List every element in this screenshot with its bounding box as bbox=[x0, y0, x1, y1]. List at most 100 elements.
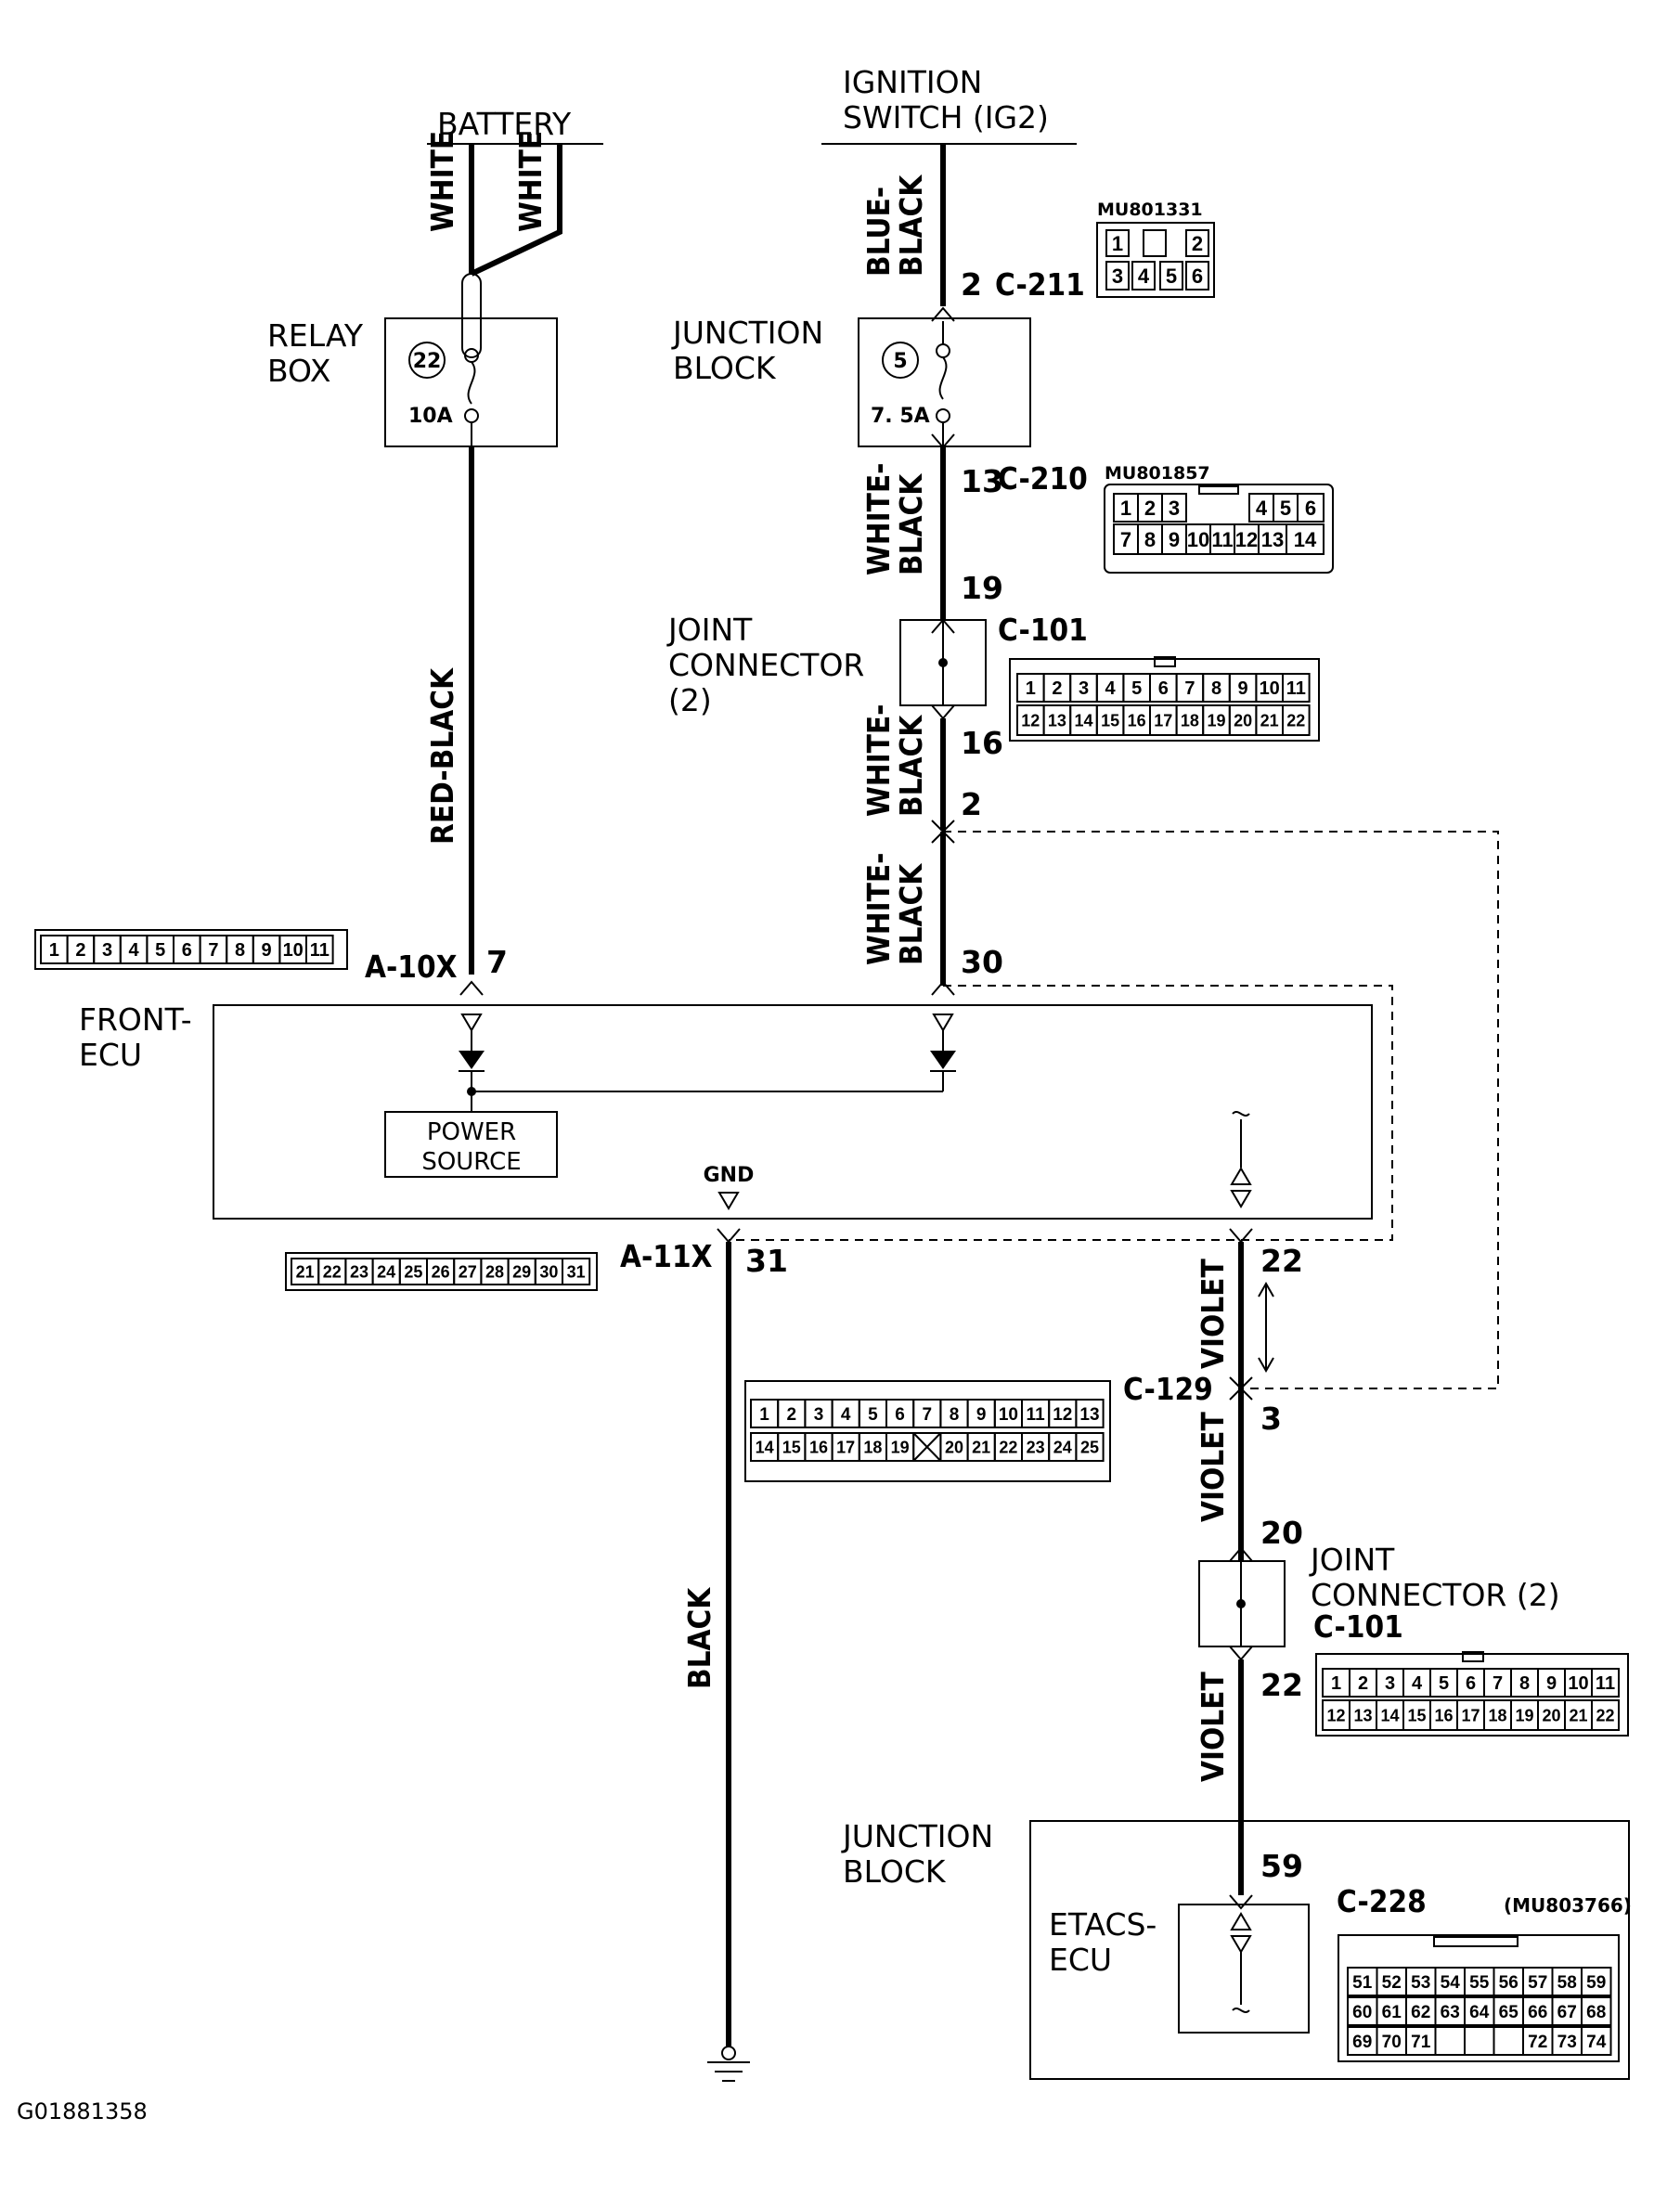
connector-cell-label: 56 bbox=[1499, 1973, 1518, 1993]
connector-c101-bottom-label: C-101 bbox=[1313, 1608, 1403, 1645]
etacs-tilde bbox=[1232, 2008, 1250, 2013]
connector-cell-label: 57 bbox=[1528, 1973, 1547, 1993]
connector-cell-label: 4 bbox=[129, 940, 140, 961]
front-ecu-label-line2: ECU bbox=[79, 1037, 142, 1073]
wire-color-white-b: WHITE bbox=[512, 131, 549, 232]
svg-text:7: 7 bbox=[1120, 528, 1131, 551]
connector-cell bbox=[1075, 1432, 1105, 1462]
connector-cell-label: 5 bbox=[868, 1405, 878, 1425]
connector-cell-label: 25 bbox=[1080, 1438, 1099, 1456]
connector-cell-label: 19 bbox=[891, 1438, 910, 1456]
connector-cell-label: 11 bbox=[1286, 678, 1306, 699]
connector-cell-label: 13 bbox=[1079, 1405, 1099, 1425]
relay-box-label-line1: RELAY bbox=[267, 317, 364, 354]
shield-dashed-2 bbox=[943, 831, 1499, 1389]
connector-cell-label: 6 bbox=[895, 1405, 905, 1425]
connector-cell bbox=[1581, 1996, 1612, 2026]
junction-block-bottom bbox=[1029, 1820, 1630, 2080]
fuse-22-rating: 10A bbox=[408, 405, 453, 428]
junction-block-bottom-label-line2: BLOCK bbox=[843, 1853, 947, 1890]
connector-cell-label: 9 bbox=[1546, 1673, 1557, 1694]
wire-color-wb2-1: WHITE- bbox=[860, 704, 897, 817]
connector-cell-label: 24 bbox=[377, 1262, 395, 1281]
connector-cell-label: 7 bbox=[1184, 678, 1195, 699]
connector-cell-label: 64 bbox=[1469, 2003, 1490, 2022]
connector-cell bbox=[1434, 2026, 1466, 2056]
power-source-box bbox=[384, 1111, 558, 1178]
mu801857-face bbox=[1104, 484, 1334, 574]
connector-cell-label: 12 bbox=[1326, 1706, 1345, 1724]
mu801857-part-number: MU801857 bbox=[1105, 463, 1210, 484]
connector-cell-label: 10 bbox=[999, 1405, 1018, 1425]
joint-connector-top-label-line1: JOINT bbox=[666, 612, 753, 648]
gnd-terminal-arrow bbox=[717, 1192, 740, 1210]
connector-cell-label: 6 bbox=[182, 940, 192, 961]
connector-cell-label: 71 bbox=[1411, 2033, 1431, 2052]
connector-cell-label: 26 bbox=[432, 1262, 450, 1281]
c101-bottom-face bbox=[1315, 1653, 1629, 1737]
connector-cell-label: 8 bbox=[1519, 1673, 1530, 1694]
connector-cell-label: 29 bbox=[512, 1262, 531, 1281]
connector-cell-label: 28 bbox=[485, 1262, 504, 1281]
mu801331-part-number: MU801331 bbox=[1097, 200, 1203, 220]
svg-text:2: 2 bbox=[1192, 232, 1203, 255]
fusible-link bbox=[461, 273, 482, 358]
a10x-face bbox=[34, 929, 348, 970]
connector-cell-label: 9 bbox=[1238, 678, 1248, 699]
svg-text:12: 12 bbox=[1235, 528, 1258, 551]
fuse-22-number: 22 bbox=[413, 350, 442, 373]
wire-color-wb3-1: WHITE- bbox=[860, 852, 897, 965]
svg-text:14: 14 bbox=[1294, 528, 1317, 551]
connector-cell-label: 9 bbox=[976, 1405, 987, 1425]
joint-connector-bottom-label-line2: CONNECTOR (2) bbox=[1311, 1577, 1560, 1613]
svg-text:1: 1 bbox=[1120, 497, 1131, 520]
connector-cell-label: 3 bbox=[1079, 678, 1089, 699]
wire-color-blue-black-1: BLUE- bbox=[860, 187, 897, 277]
connector-cell-label: 5 bbox=[1439, 1673, 1449, 1694]
svg-text:9: 9 bbox=[1169, 528, 1180, 551]
svg-text:2: 2 bbox=[1144, 497, 1156, 520]
wire-color-wb1-2: BLACK bbox=[893, 473, 929, 575]
connector-cell-label: 30 bbox=[539, 1262, 558, 1281]
junction-block-top-label-line1: JUNCTION bbox=[671, 315, 823, 351]
connector-c101-top-label: C-101 bbox=[998, 612, 1088, 648]
diode-1 bbox=[459, 1051, 485, 1069]
connector-cell-label: 10 bbox=[283, 940, 304, 961]
connector-cell-label: 7 bbox=[923, 1405, 933, 1425]
connector-cell bbox=[1464, 2026, 1495, 2056]
svg-text:4: 4 bbox=[1138, 265, 1150, 288]
connector-cell-label: 8 bbox=[235, 940, 245, 961]
junction-block-top-label-line2: BLOCK bbox=[673, 350, 777, 386]
wire-color-red-black: RED-BLACK bbox=[424, 667, 460, 845]
connector-a10x-label: A-10X bbox=[365, 949, 458, 985]
pin-19: 19 bbox=[961, 570, 1003, 606]
mu801331-cells: 1 2 3 4 5 6 bbox=[1105, 229, 1209, 291]
connector-c211-label: C-211 bbox=[995, 266, 1085, 303]
ecu-io-arrow-down bbox=[1230, 1190, 1252, 1208]
svg-text:3: 3 bbox=[1169, 497, 1180, 520]
connector-cell-label: 8 bbox=[950, 1405, 960, 1425]
c129-face bbox=[744, 1380, 1111, 1482]
svg-text:3: 3 bbox=[1112, 265, 1123, 288]
connector-cell-label: 73 bbox=[1557, 2033, 1577, 2052]
connector-cell-label: 3 bbox=[814, 1405, 824, 1425]
connector-cell bbox=[562, 1258, 591, 1285]
connector-cell-label: 15 bbox=[1101, 711, 1119, 730]
connector-c228-label: C-228 bbox=[1337, 1883, 1427, 1919]
connector-cell-label: 14 bbox=[756, 1438, 774, 1456]
connector-cell-label: 3 bbox=[102, 940, 112, 961]
etacs-ecu-box bbox=[1178, 1904, 1310, 2034]
c228-face bbox=[1338, 1934, 1620, 2062]
connector-cell-label: 17 bbox=[836, 1438, 855, 1456]
connector-cell bbox=[1591, 1668, 1620, 1698]
ground-node bbox=[721, 2046, 736, 2060]
mu801857-cells: 1 2 3 4 5 6 7 8 9 10 11 12 13 14 bbox=[1113, 485, 1325, 555]
connector-cell-label: 55 bbox=[1469, 1973, 1490, 1993]
battery-wire-b bbox=[470, 144, 562, 277]
connector-cell-label: 10 bbox=[1260, 678, 1280, 699]
wire-color-wb3-2: BLACK bbox=[893, 863, 929, 965]
connector-cell-label: 5 bbox=[1131, 678, 1142, 699]
wire-color-black: BLACK bbox=[681, 1587, 717, 1689]
svg-text:5: 5 bbox=[1280, 497, 1291, 520]
